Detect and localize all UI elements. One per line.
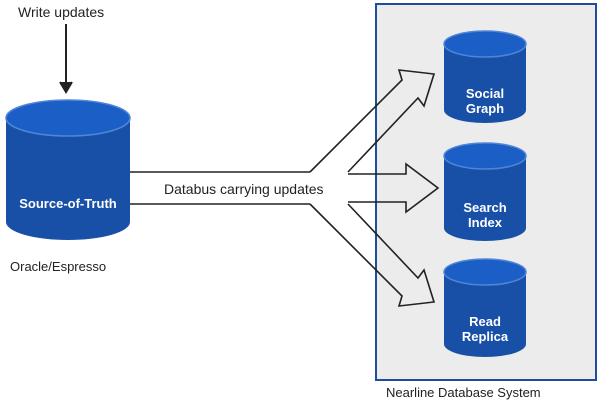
source-of-truth-cylinder: [5, 99, 131, 240]
write-updates-arrow: [59, 24, 73, 94]
arrow-to-search-index: [348, 162, 440, 214]
search-index-line2: Index: [468, 215, 502, 230]
databus-lines: [130, 171, 310, 205]
search-index-cylinder: [443, 142, 527, 241]
social-graph-cylinder: [443, 30, 527, 123]
databus-label: Databus carrying updates: [162, 181, 326, 197]
social-graph-label: Social Graph: [444, 86, 526, 116]
source-of-truth-label: Source-of-Truth: [19, 196, 117, 211]
source-caption: Oracle/Espresso: [10, 259, 107, 274]
read-replica-line2: Replica: [461, 329, 509, 344]
write-updates-label: Write updates: [18, 4, 105, 20]
social-graph-line1: Social: [465, 86, 505, 101]
arrow-to-read-replica: [309, 203, 436, 307]
arrow-to-social-graph: [309, 69, 436, 173]
read-replica-line1: Read: [469, 314, 501, 329]
search-index-label: Search Index: [444, 200, 526, 230]
social-graph-line2: Graph: [465, 101, 505, 116]
nearline-label: Nearline Database System: [386, 385, 541, 400]
read-replica-label: Read Replica: [444, 314, 526, 344]
search-index-line1: Search: [463, 200, 507, 215]
read-replica-cylinder: [443, 258, 527, 357]
